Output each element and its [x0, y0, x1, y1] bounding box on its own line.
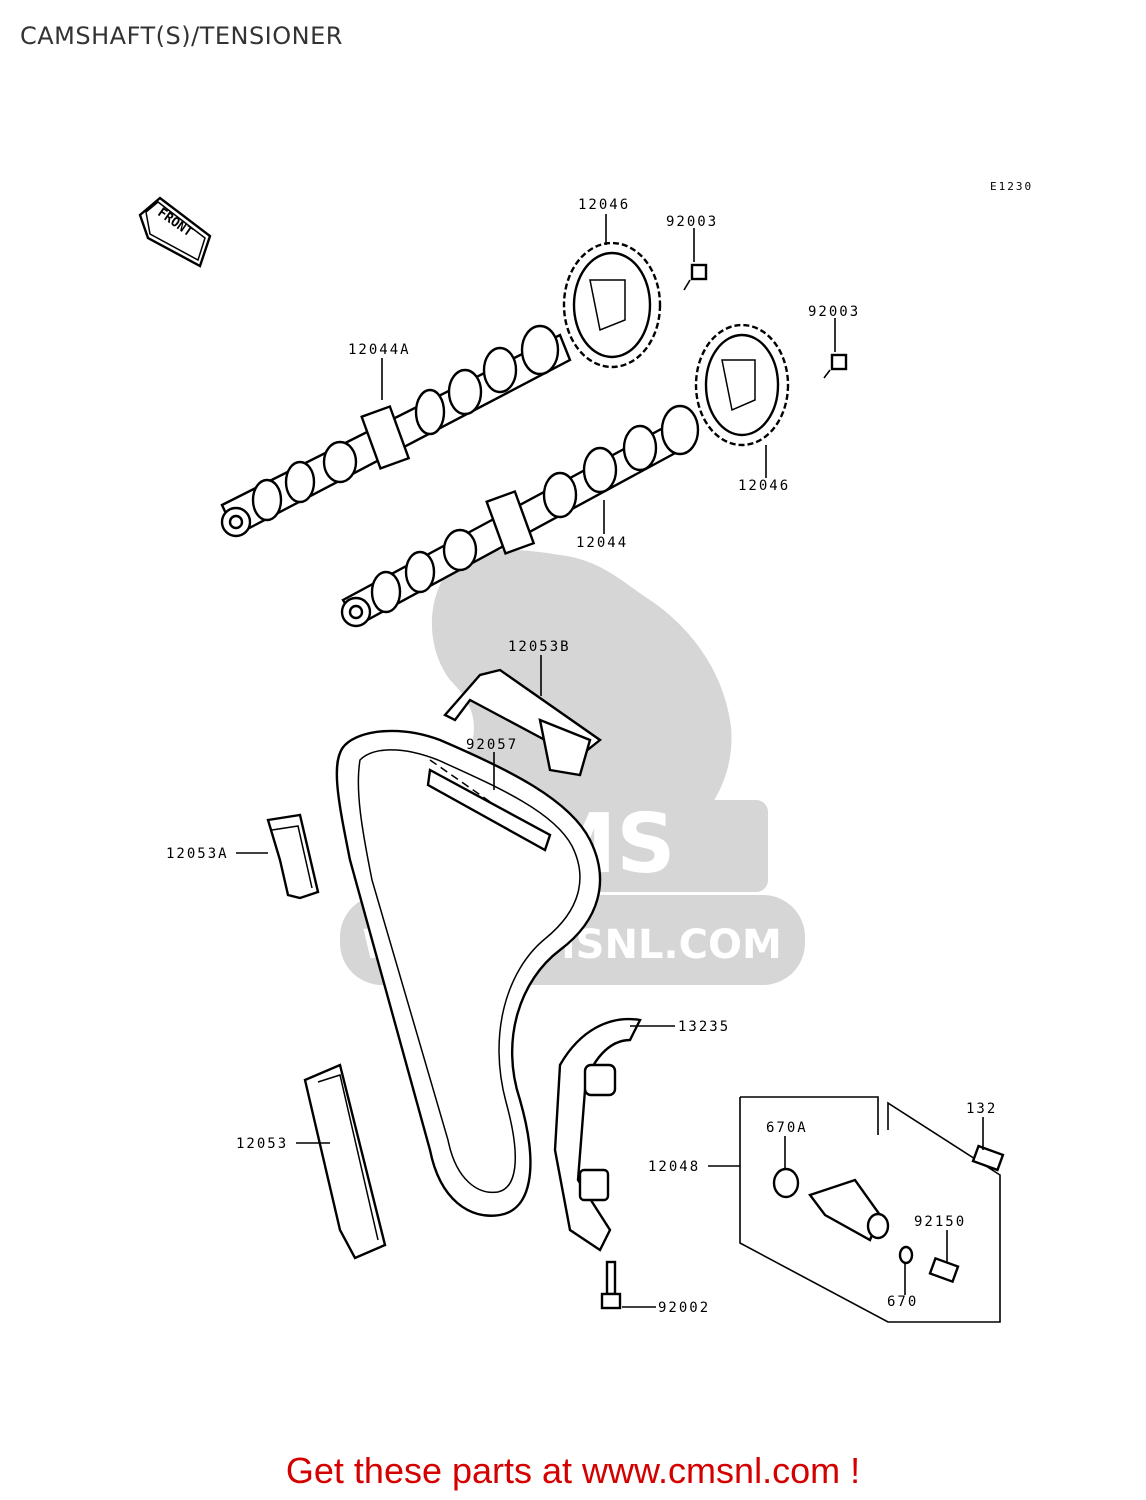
cam-chain: [335, 729, 602, 1217]
footer-link[interactable]: Get these parts at www.cmsnl.com !: [285, 1450, 861, 1491]
label-92002: 92002: [658, 1300, 710, 1316]
chain-guide-rear: [303, 1063, 387, 1260]
leader-lines: [236, 214, 984, 1308]
label-12053b: 12053B: [508, 639, 571, 655]
label-13235: 13235: [678, 1019, 730, 1035]
page-title: CAMSHAFT(S)/TENSIONER: [20, 22, 343, 50]
label-670a: 670A: [766, 1120, 808, 1136]
sprocket-upper: [562, 241, 662, 369]
parts-diagram: CMS WWW.CMSNL.COM E1230 FRONT: [138, 180, 1033, 1323]
label-92003-lower: 92003: [808, 304, 860, 320]
label-92150: 92150: [914, 1214, 966, 1230]
label-12046-lower: 12046: [738, 478, 790, 494]
front-arrow-icon: FRONT: [138, 196, 212, 268]
diagram-code: E1230: [990, 180, 1033, 193]
sprocket-lower: [694, 323, 790, 447]
label-92003-upper: 92003: [666, 214, 718, 230]
camshaft-upper: [220, 324, 572, 538]
label-92057: 92057: [466, 737, 518, 753]
label-132: 132: [966, 1101, 997, 1117]
chain-guide-upper: [443, 668, 603, 777]
chain-guide-front: [266, 813, 320, 900]
label-12053a: 12053A: [166, 846, 229, 862]
tensioner-assembly: [739, 1096, 1005, 1323]
bolt-icon: [823, 353, 848, 379]
bolt-icon: [683, 263, 708, 291]
label-12053: 12053: [236, 1136, 288, 1152]
label-12046-upper: 12046: [578, 197, 630, 213]
label-670: 670: [887, 1294, 918, 1310]
label-12044: 12044: [576, 535, 628, 551]
tensioner-guide: [553, 1017, 642, 1252]
camshaft-lower: [340, 404, 700, 628]
bolt-icon: [600, 1260, 622, 1310]
label-12044a: 12044A: [348, 342, 411, 358]
label-12048: 12048: [648, 1159, 700, 1175]
